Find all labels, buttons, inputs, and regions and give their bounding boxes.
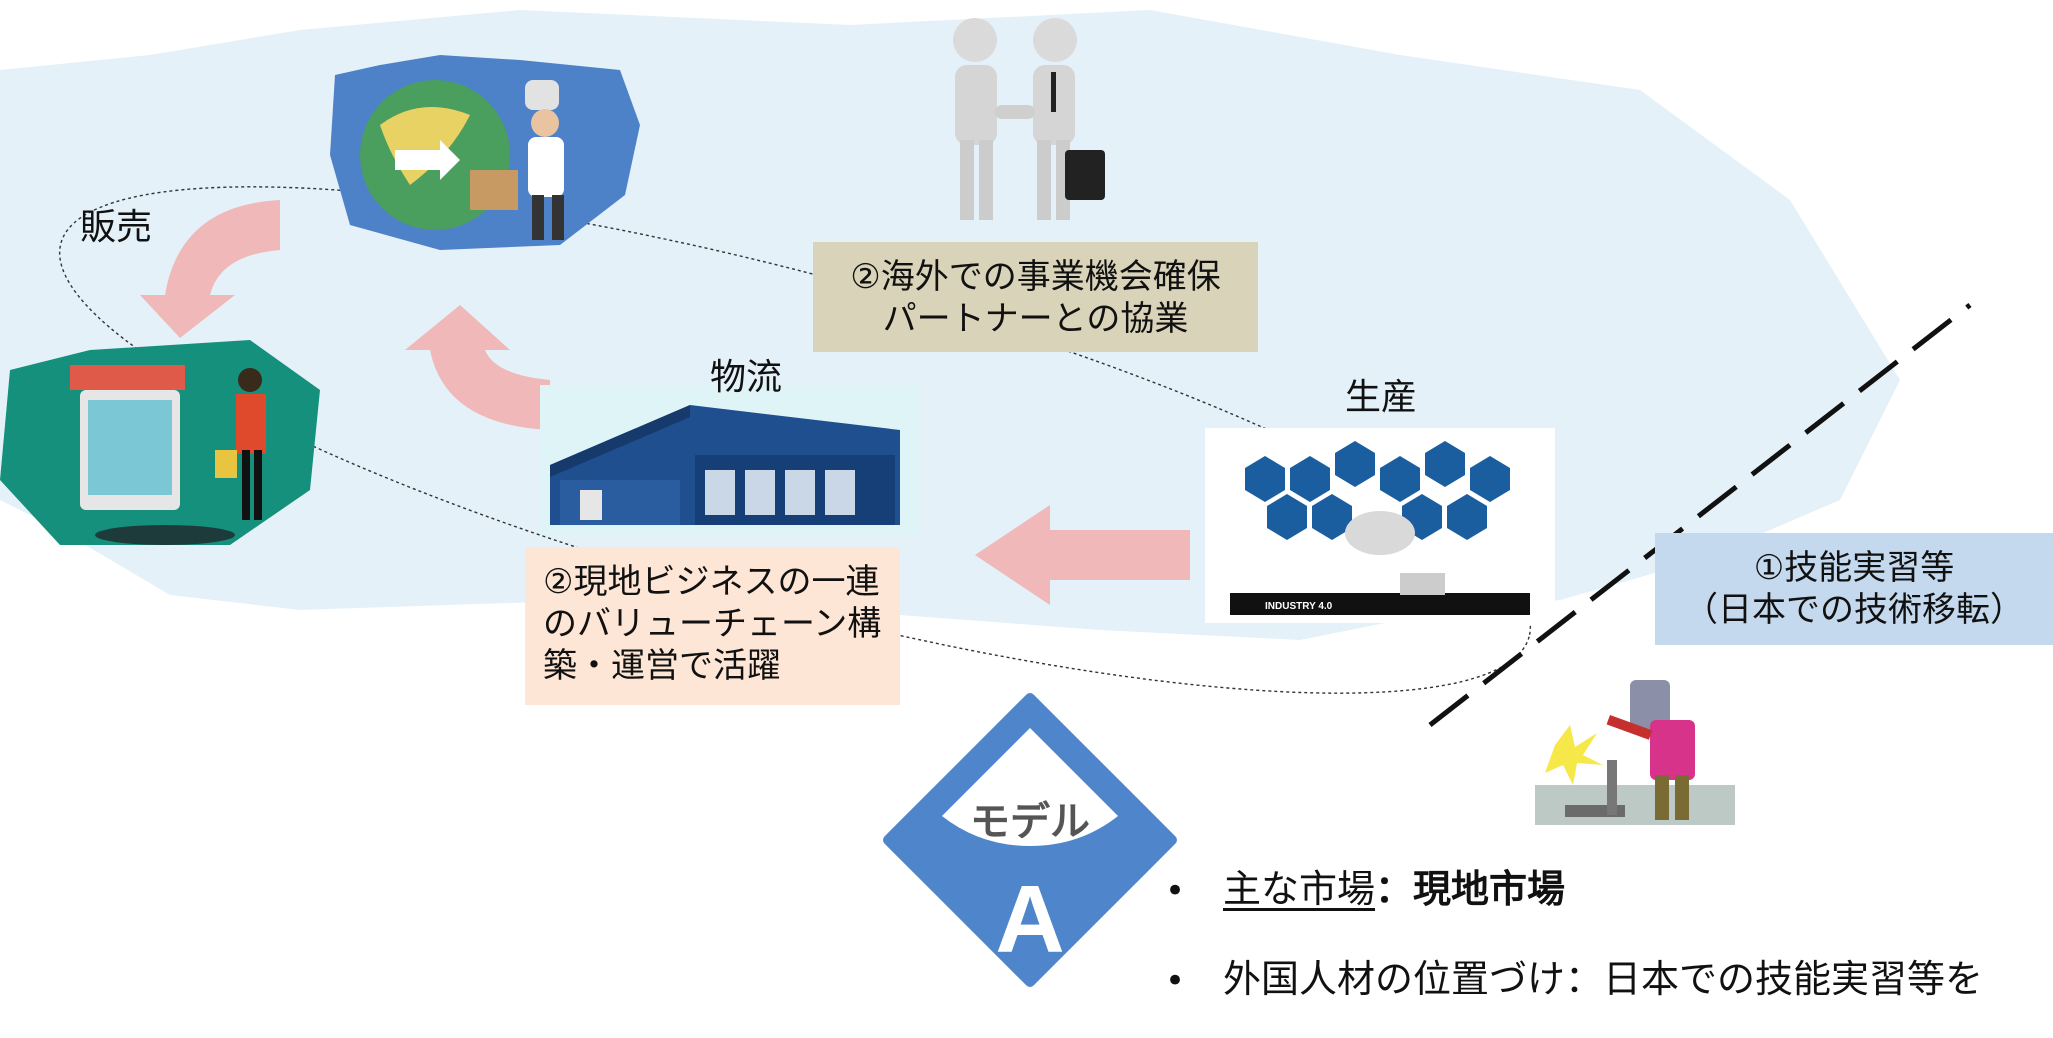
chain-box-line1: ②現地ビジネスの一連 (543, 562, 880, 602)
model-badge-title: モデル (970, 799, 1090, 845)
arrow-to-logistics (975, 505, 1190, 605)
warehouse-picture (540, 385, 920, 535)
partner-collaboration-box: ②海外での事業機会確保 パートナーとの協業 (813, 242, 1258, 352)
market-value: 現地市場 (1413, 867, 1566, 911)
skill-box-line1: ①技能実習等 (1753, 548, 1955, 588)
arrow-to-sales-from-logistics (405, 305, 550, 430)
value-chain-box: ②現地ビジネスの一連 のバリューチェーン構 築・運営で活躍 (525, 547, 900, 705)
skill-training-box: ①技能実習等 （日本での技術移転） (1655, 533, 2053, 645)
bullet-dot: • (1165, 871, 1186, 911)
market-label: 主な市場 (1223, 867, 1376, 911)
bullet-position: • 外国人材の位置づけ：日本での技能実習等を (1165, 948, 1983, 1038)
global-delivery-picture (330, 55, 640, 250)
factory-sign-text: INDUSTRY 4.0 (1265, 601, 1333, 612)
label-sales: 販売 (80, 207, 153, 248)
model-a-badge: モデル A (883, 693, 1177, 987)
position-text: 外国人材の位置づけ：日本での技能実習等を (1223, 957, 1984, 1001)
model-badge-letter: A (995, 866, 1064, 973)
handshake-picture (953, 18, 1105, 220)
shop-picture (0, 340, 320, 545)
arrow-to-sales (140, 200, 280, 338)
chain-box-line3: 築・運営で活躍 (543, 646, 781, 686)
market-separator: ： (1375, 867, 1414, 911)
partner-box-line1: ②海外での事業機会確保 (850, 257, 1221, 297)
bullet-market: • 主な市場 ： 現地市場 (1165, 858, 1983, 948)
label-logistics: 物流 (710, 357, 783, 398)
partner-box-line2: パートナーとの協業 (882, 299, 1189, 339)
bullet-list: • 主な市場 ： 現地市場 • 外国人材の位置づけ：日本での技能実習等を (1165, 858, 1983, 1038)
chain-box-line2: のバリューチェーン構 (543, 604, 882, 644)
welder-picture (1535, 680, 1735, 825)
label-production: 生産 (1345, 377, 1418, 418)
industry-picture: INDUSTRY 4.0 (1205, 428, 1555, 623)
skill-box-line2: （日本での技術移転） (1684, 590, 2024, 630)
bullet-dot: • (1165, 961, 1186, 1001)
